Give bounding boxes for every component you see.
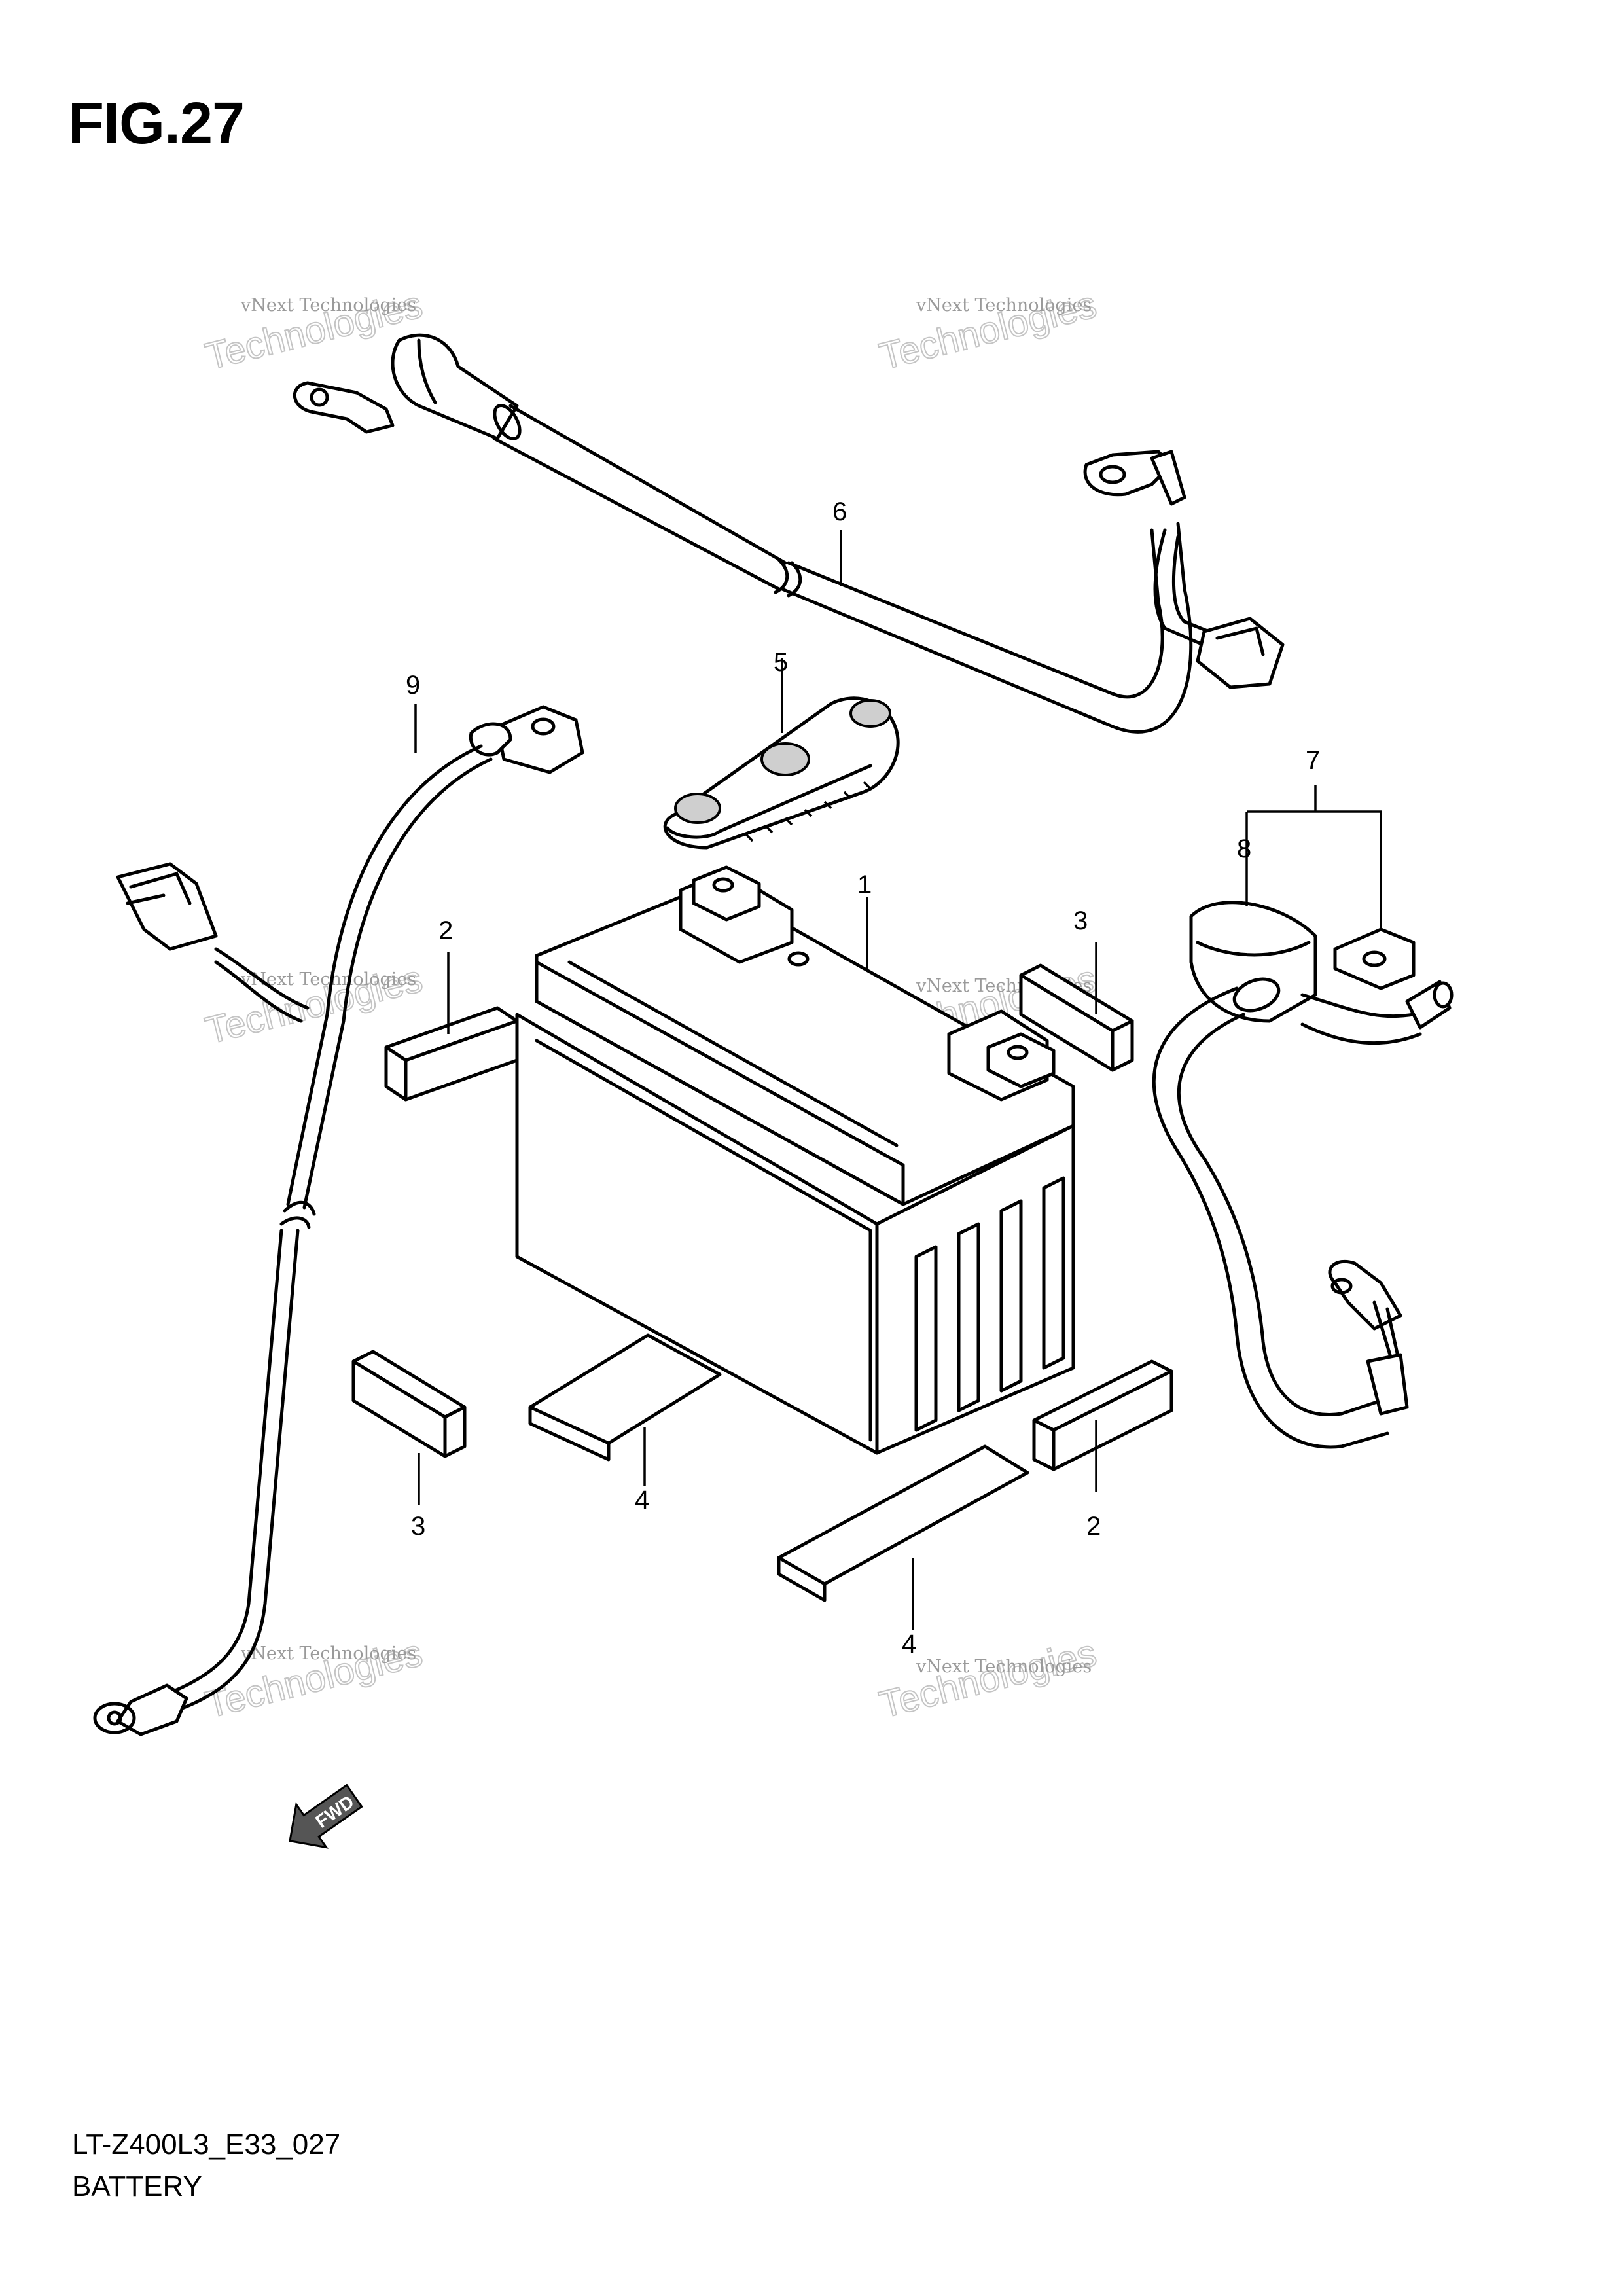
part-4-sheet-upper: [528, 1333, 722, 1462]
watermark-small-text: vNext Technologies: [916, 1657, 1092, 1677]
callout-2: 2: [1086, 1512, 1101, 1541]
model-code: LT-Z400L3_E33_027: [72, 2128, 341, 2161]
part-3-spacer-left: [351, 1350, 467, 1458]
part-2-pad-right: [1032, 1359, 1173, 1471]
part-4-sheet-lower: [777, 1444, 1029, 1602]
callout-5: 5: [774, 648, 788, 677]
callout-leaders: [414, 530, 1382, 1630]
forward-direction-arrow-icon: FWD: [289, 1784, 363, 1849]
part-5-battery-holder: [663, 696, 900, 850]
part-3-spacer-right: [1019, 963, 1134, 1072]
part-1-battery: [515, 865, 1075, 1455]
watermark: Technologies vNext Technologies: [874, 283, 1101, 379]
watermark-small-text: vNext Technologies: [916, 295, 1092, 315]
figure-title: FIG.27: [68, 91, 245, 156]
callout-2: 2: [438, 916, 453, 945]
part-7-starter-cable: [1152, 901, 1454, 1449]
callout-1: 1: [857, 870, 872, 899]
watermark-small-text: vNext Technologies: [240, 295, 416, 315]
callout-labels: 1 2 2 3 3 4 4 5 6 7 8 9: [406, 497, 1320, 1659]
callout-7: 7: [1306, 746, 1320, 775]
callout-9: 9: [406, 671, 420, 700]
watermark: Technologies vNext Technologies: [200, 957, 427, 1053]
part-9-earth-lead: [93, 705, 584, 1736]
callout-6: 6: [832, 497, 847, 526]
callout-8: 8: [1237, 834, 1251, 863]
callout-4: 4: [902, 1630, 916, 1659]
watermark-small-text: vNext Technologies: [240, 969, 416, 990]
part-2-pad-left: [384, 1006, 519, 1102]
watermark-small-text: vNext Technologies: [240, 1643, 416, 1664]
callout-4: 4: [635, 1486, 649, 1515]
callout-3: 3: [411, 1512, 425, 1541]
section-name: BATTERY: [72, 2170, 202, 2202]
part-6-battery-cable: [293, 333, 1285, 734]
callout-3: 3: [1073, 906, 1088, 935]
